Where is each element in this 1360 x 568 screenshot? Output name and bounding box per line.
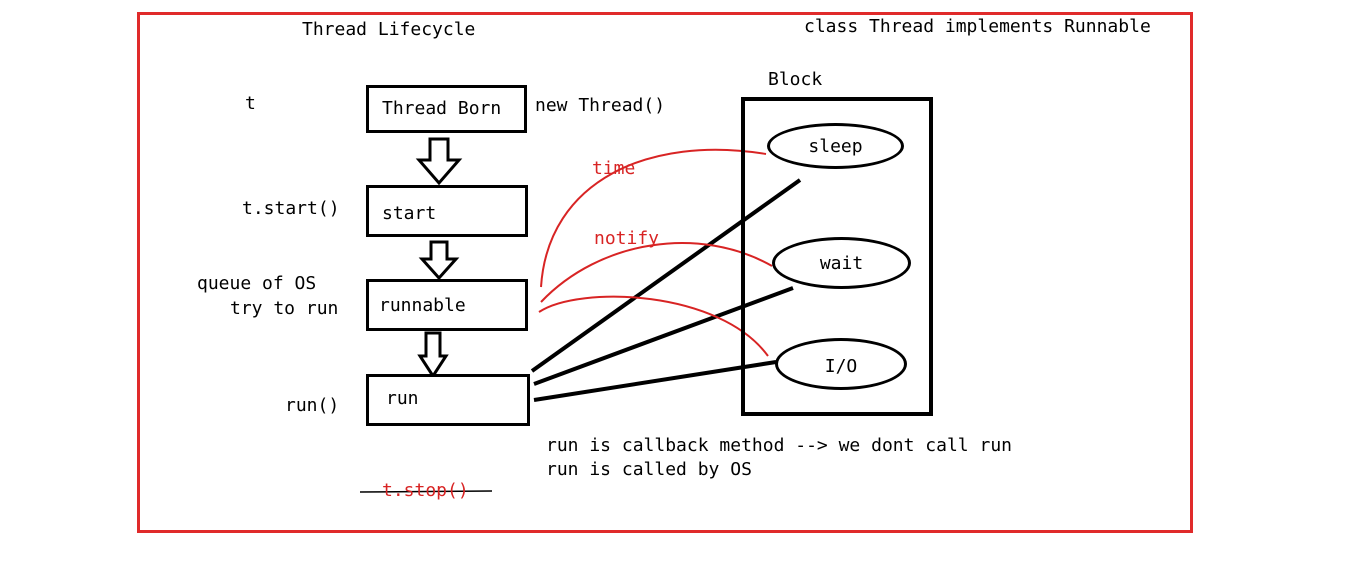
label-queue-line1: queue of OS	[197, 273, 317, 294]
block-state-wait-label: wait	[819, 253, 864, 274]
line-run-to-sleep	[530, 178, 802, 373]
state-runnable-label: runnable	[379, 295, 466, 316]
state-runnable: runnable	[366, 279, 528, 331]
curve-wait-to-runnable	[540, 242, 773, 303]
line-run-to-io	[533, 360, 777, 402]
block-title: Block	[768, 69, 823, 90]
label-start-call: t.start()	[242, 198, 340, 219]
note-line2: run is called by OS	[546, 459, 752, 480]
label-t: t	[245, 93, 256, 114]
block-state-wait: wait	[772, 237, 911, 289]
curve-sleep-to-runnable	[540, 148, 767, 288]
label-stop-deprecated: t.stop()	[382, 480, 469, 501]
arrow-born-to-start	[415, 137, 463, 186]
block-state-io: I/O	[775, 338, 907, 390]
label-queue-line2: try to run	[230, 298, 339, 319]
state-start-label: start	[382, 203, 437, 224]
arrow-start-to-runnable	[418, 240, 460, 281]
state-thread-born: Thread Born	[366, 85, 527, 133]
transition-label-notify: notify	[594, 228, 660, 249]
state-start: start	[366, 185, 528, 237]
note-line1: run is callback method --> we dont call …	[546, 435, 1012, 456]
arrow-runnable-to-run	[417, 331, 449, 379]
diagram-frame	[137, 12, 1193, 533]
transition-label-time: time	[592, 158, 636, 179]
state-thread-born-label: Thread Born	[382, 98, 502, 119]
stop-strike-line	[359, 490, 493, 493]
block-container	[741, 97, 933, 416]
class-declaration: class Thread implements Runnable	[804, 16, 1151, 37]
block-state-sleep: sleep	[767, 123, 904, 169]
diagram-title: Thread Lifecycle	[302, 19, 476, 40]
state-run: run	[366, 374, 530, 426]
label-run-call: run()	[285, 395, 340, 416]
label-new-thread: new Thread()	[535, 95, 666, 116]
curve-io-to-runnable	[538, 295, 769, 357]
block-state-io-label: I/O	[824, 356, 858, 377]
state-run-label: run	[386, 388, 419, 409]
block-state-sleep-label: sleep	[808, 136, 863, 157]
line-run-to-wait	[533, 286, 794, 386]
